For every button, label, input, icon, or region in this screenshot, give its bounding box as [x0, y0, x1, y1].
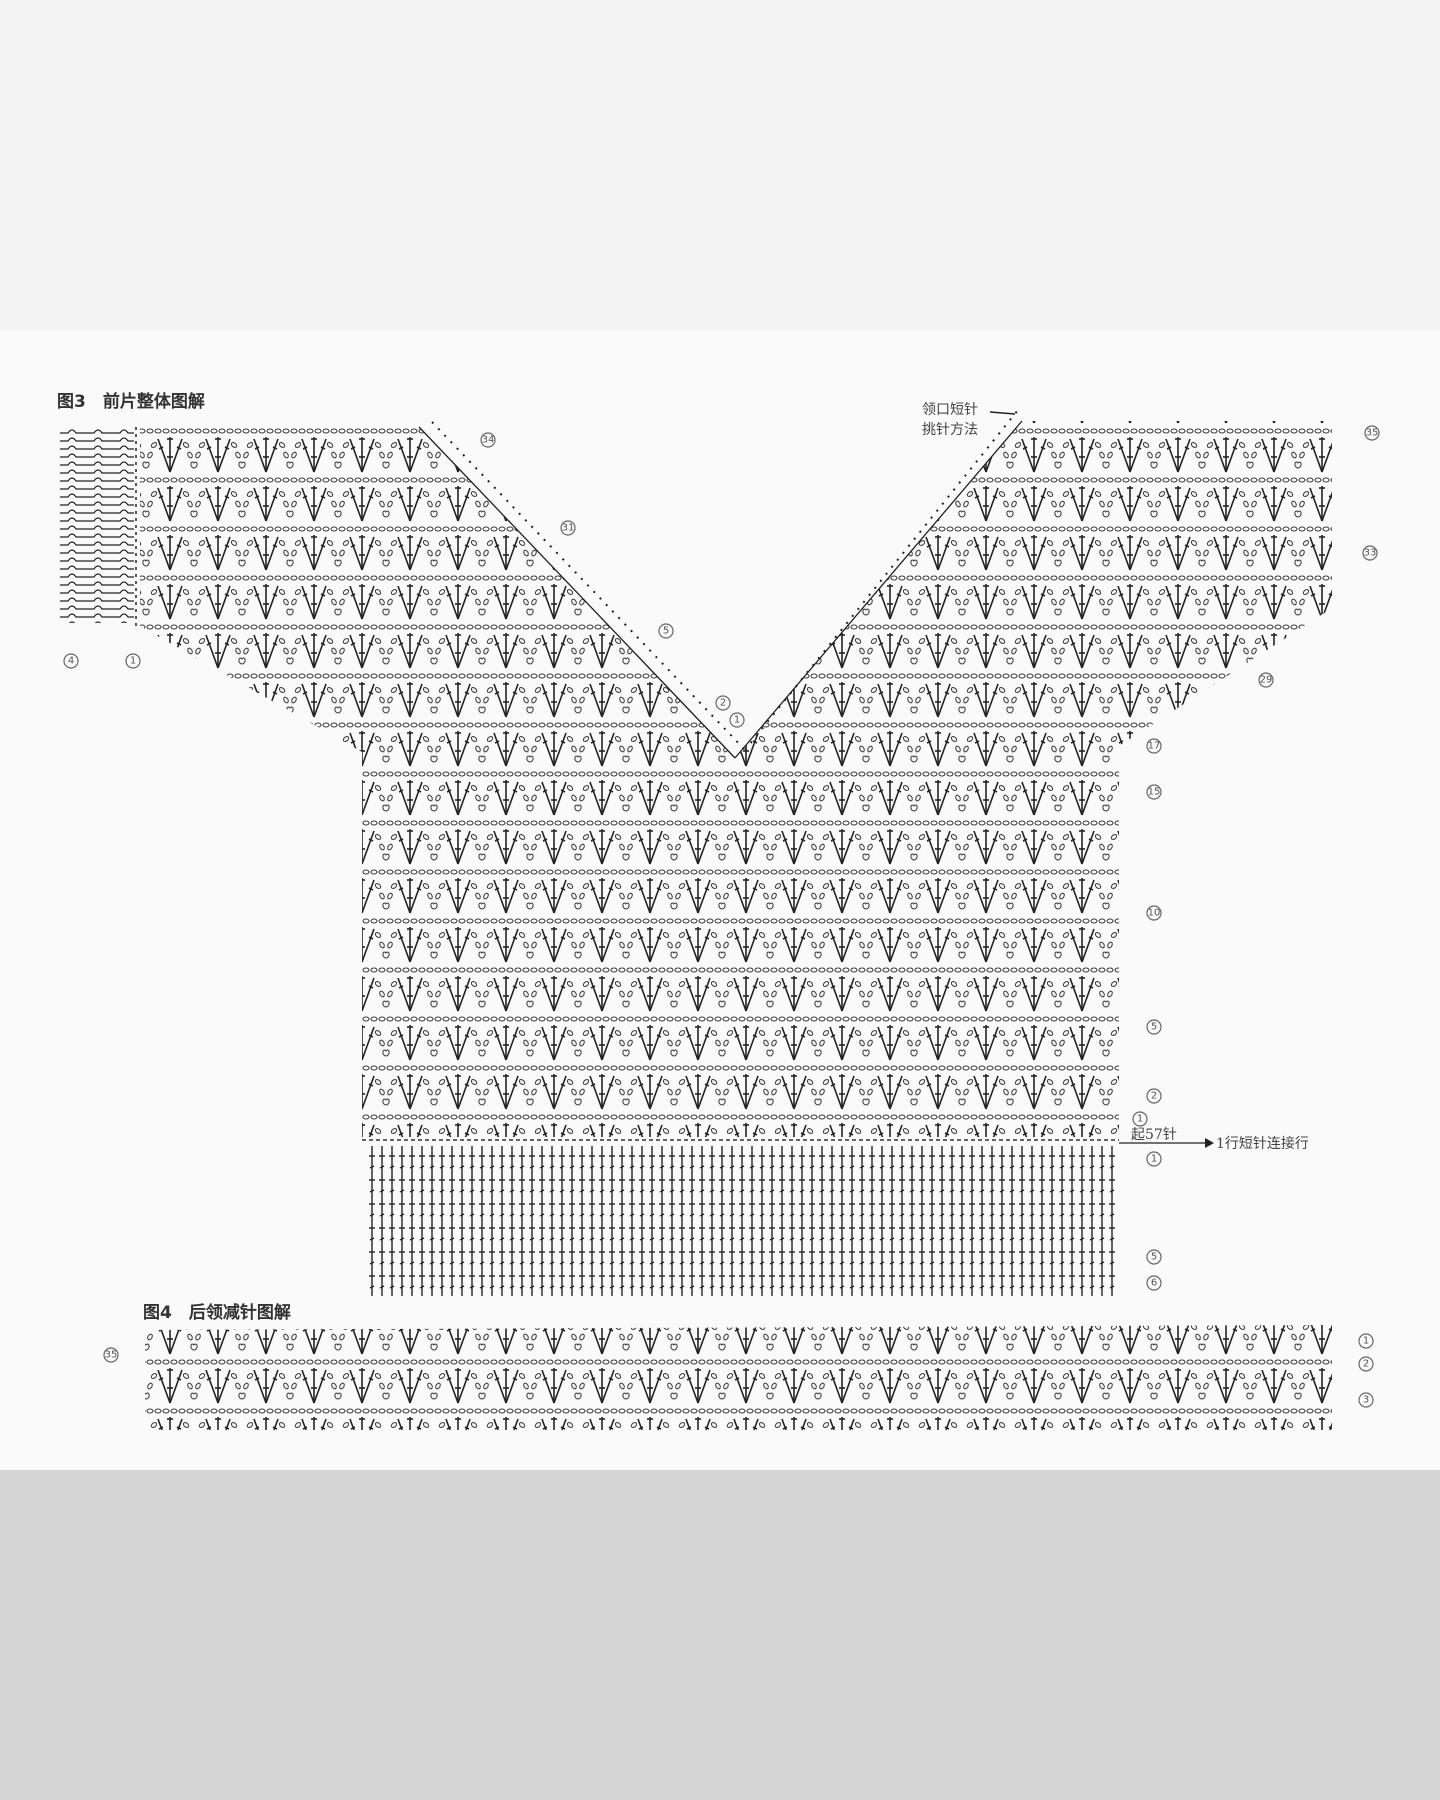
row-marker: 5 — [1146, 1019, 1162, 1035]
row-marker: 1 — [1146, 1151, 1162, 1167]
row-marker: 17 — [1146, 738, 1162, 754]
row-marker: 6 — [1146, 1275, 1162, 1291]
row-marker: 15 — [1146, 784, 1162, 800]
svg-text:10: 10 — [1148, 908, 1161, 919]
row-marker: 2 — [1358, 1356, 1374, 1372]
svg-text:35: 35 — [105, 1350, 118, 1361]
right-neckline-edge — [734, 420, 1023, 759]
row-marker: 1 — [125, 653, 141, 669]
svg-text:31: 31 — [562, 523, 575, 534]
svg-text:17: 17 — [1148, 741, 1161, 752]
row-marker: 29 — [1258, 672, 1274, 688]
row-marker: 5 — [1146, 1249, 1162, 1265]
front-piece-body — [140, 421, 1332, 1137]
row-marker: 1 — [729, 712, 745, 728]
svg-text:1: 1 — [1151, 1154, 1157, 1165]
svg-text:29: 29 — [1260, 675, 1273, 686]
svg-text:5: 5 — [663, 626, 669, 637]
left-neckline-edge — [418, 426, 736, 759]
svg-text:15: 15 — [1148, 787, 1161, 798]
row-marker: 33 — [1362, 545, 1378, 561]
neckline-pickup-stitches-left — [431, 421, 746, 751]
svg-text:2: 2 — [1151, 1091, 1157, 1102]
row-marker: 4 — [63, 653, 79, 669]
joining-row-label: 1行短针连接行 — [1216, 1135, 1309, 1152]
figure3-title: 图3 前片整体图解 — [57, 391, 205, 412]
svg-text:6: 6 — [1151, 1278, 1157, 1289]
row-marker: 5 — [658, 623, 674, 639]
bottom-background — [0, 1470, 1440, 1800]
row-marker: 35 — [1364, 425, 1380, 441]
neckline-pickup-stitches-right — [744, 409, 1019, 751]
arrow-head-icon — [1205, 1138, 1214, 1148]
svg-text:1: 1 — [1363, 1336, 1369, 1347]
svg-text:2: 2 — [720, 698, 726, 709]
figure4-title: 图4 后领减针图解 — [143, 1302, 291, 1323]
svg-text:5: 5 — [1151, 1252, 1157, 1263]
row-marker: 34 — [480, 432, 496, 448]
row-marker: 31 — [560, 520, 576, 536]
row-marker: 1 — [1132, 1111, 1148, 1127]
row-marker: 10 — [1146, 905, 1162, 921]
svg-text:33: 33 — [1364, 548, 1377, 559]
row-marker: 2 — [1146, 1088, 1162, 1104]
cast-on-label: 起57针 — [1131, 1127, 1177, 1143]
top-background — [0, 0, 1440, 330]
left-edge-block — [60, 427, 134, 623]
row-marker: 2 — [715, 695, 731, 711]
back-neck-band — [145, 1325, 1332, 1430]
neckline-note-line2: 挑针方法 — [922, 422, 978, 438]
svg-text:4: 4 — [68, 656, 74, 667]
neckline-note-line1: 领口短针 — [922, 402, 978, 418]
row-marker: 1 — [1358, 1333, 1374, 1349]
svg-text:1: 1 — [734, 715, 740, 726]
ribbing-section — [367, 1146, 1119, 1296]
svg-text:3: 3 — [1363, 1395, 1369, 1406]
svg-text:35: 35 — [1366, 428, 1379, 439]
svg-text:1: 1 — [1137, 1114, 1143, 1125]
row-marker: 35 — [103, 1347, 119, 1363]
row-marker: 3 — [1358, 1392, 1374, 1408]
svg-text:5: 5 — [1151, 1022, 1157, 1033]
svg-text:2: 2 — [1363, 1359, 1369, 1370]
svg-text:1: 1 — [130, 656, 136, 667]
neckline-note-arrow-icon — [989, 411, 1016, 415]
svg-text:34: 34 — [482, 435, 495, 446]
